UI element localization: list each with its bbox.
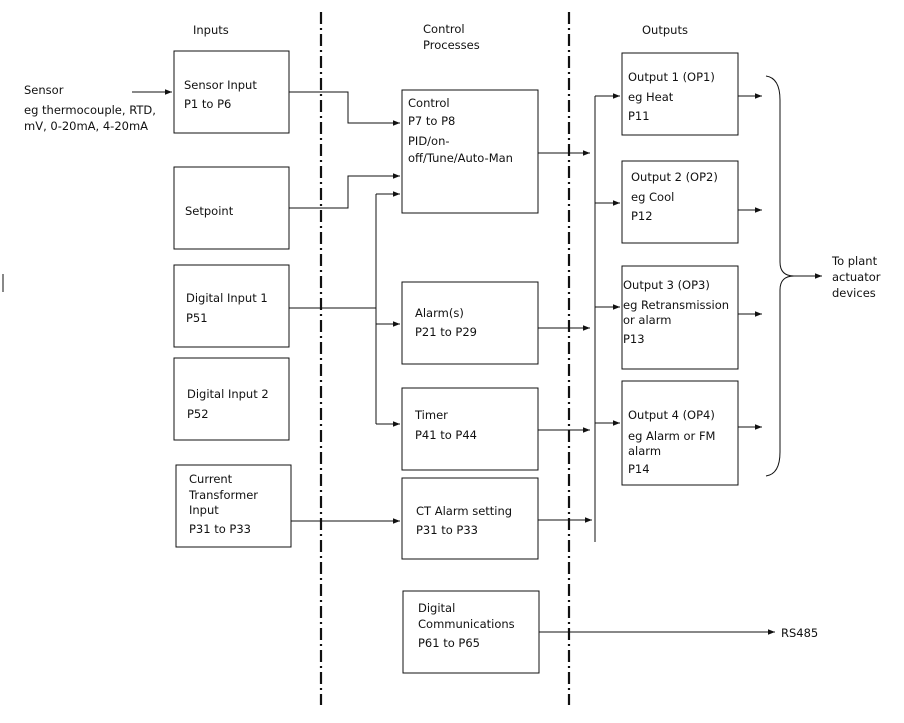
output-2-example: eg Cool [631, 190, 674, 204]
output-3-example-line2: or alarm [623, 313, 671, 327]
plant-brace [765, 75, 795, 477]
arrow-sensor-input-to-control [289, 91, 400, 126]
plant-label-line1: To plant [831, 254, 878, 268]
control-modes-line2: off/Tune/Auto-Man [408, 151, 513, 165]
digital-comms-line2: Communications [418, 617, 515, 631]
sensor-input-title: Sensor Input [184, 78, 257, 92]
digital-input-1-title: Digital Input 1 [186, 291, 268, 305]
digital-comms-line1: Digital [418, 601, 455, 615]
output-4-title: Output 4 (OP4) [628, 408, 715, 422]
heading-control-line1: Control [423, 22, 465, 36]
heading-inputs: Inputs [193, 23, 229, 37]
output-4-example-line1: eg Alarm or FM [628, 429, 715, 443]
control-modes-line1: PID/on- [408, 134, 450, 148]
timer-title: Timer [414, 408, 448, 422]
digital-input-2-params: P52 [187, 407, 209, 421]
output-3-box [621, 265, 739, 370]
sensor-input-params: P1 to P6 [184, 97, 231, 111]
control-title: Control [408, 96, 450, 110]
plant-label-line2: actuator [832, 270, 881, 284]
output-2-params: P12 [631, 209, 653, 223]
output-4-box [621, 380, 739, 486]
output-3-title: Output 3 (OP3) [623, 278, 710, 292]
sensor-input-box [173, 50, 290, 134]
control-box [401, 89, 539, 214]
digital-input-1-box [173, 264, 290, 348]
current-transformer-line1: Current [189, 472, 233, 486]
digital-input-1-params: P51 [186, 311, 208, 325]
output-1-params: P11 [628, 109, 650, 123]
digital-comms-params: P61 to P65 [418, 636, 480, 650]
ct-alarm-box [401, 477, 539, 560]
output-2-title: Output 2 (OP2) [631, 170, 718, 184]
current-transformer-line2: Transformer [188, 488, 258, 502]
digital-input-2-title: Digital Input 2 [187, 387, 269, 401]
current-transformer-box [175, 464, 292, 548]
output-4-example-line2: alarm [628, 444, 661, 458]
heading-control-line2: Processes [423, 38, 480, 52]
alarms-title: Alarm(s) [415, 306, 464, 320]
timer-box [401, 387, 539, 471]
current-transformer-params: P31 to P33 [189, 522, 251, 536]
setpoint-box [173, 166, 290, 250]
digital-input-2-box [173, 357, 290, 441]
output-1-title: Output 1 (OP1) [628, 70, 715, 84]
alarms-box [401, 281, 539, 365]
rs485-label: RS485 [781, 626, 818, 640]
arrow-setpoint-to-control [289, 173, 400, 209]
output-2-box [621, 160, 739, 244]
current-transformer-line3: Input [189, 503, 219, 517]
output-1-box [621, 52, 739, 136]
ct-alarm-params: P31 to P33 [416, 523, 478, 537]
setpoint-title: Setpoint [185, 204, 234, 218]
control-params: P7 to P8 [408, 114, 455, 128]
sensor-label-line2: eg thermocouple, RTD, [24, 103, 156, 117]
digital-comms-box [402, 590, 540, 674]
output-3-example-line1: eg Retransmission [623, 298, 729, 312]
timer-params: P41 to P44 [415, 428, 477, 442]
alarms-params: P21 to P29 [415, 325, 477, 339]
output-3-params: P13 [623, 332, 645, 346]
sensor-label-line3: mV, 0-20mA, 4-20mA [24, 119, 148, 133]
output-4-params: P14 [628, 462, 650, 476]
plant-label-line3: devices [832, 286, 876, 300]
output-1-example: eg Heat [628, 90, 674, 104]
ct-alarm-title: CT Alarm setting [416, 504, 512, 518]
sensor-label-line1: Sensor [24, 83, 64, 97]
heading-outputs: Outputs [642, 23, 688, 37]
